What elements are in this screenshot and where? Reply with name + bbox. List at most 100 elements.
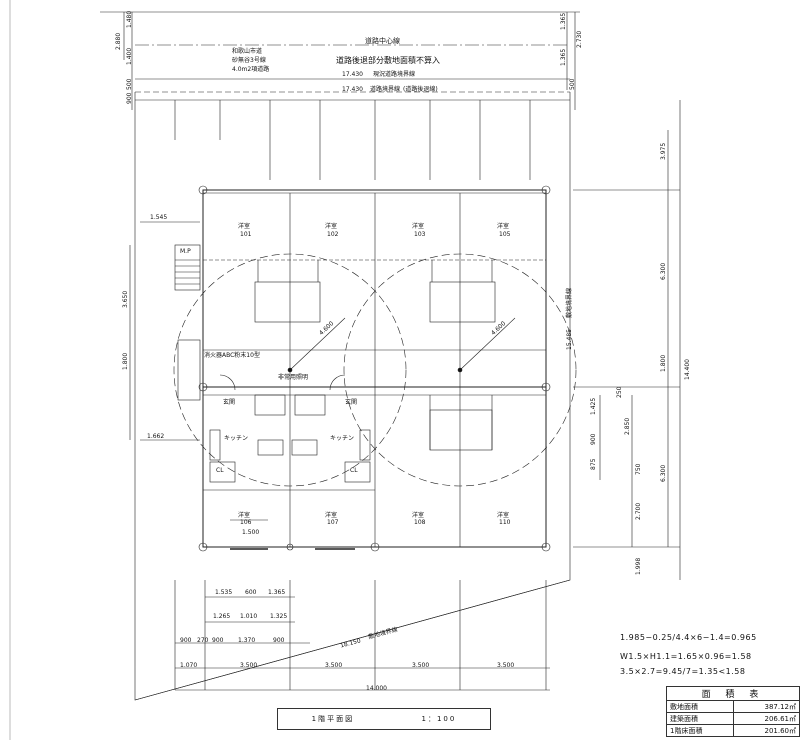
mp-label: M.P xyxy=(180,248,191,255)
dim-b-3500d: 3.500 xyxy=(497,662,515,669)
calc-line-3: 3.5×2.7=9.45/7=1.35<1.58 xyxy=(620,667,746,676)
dim-top-1365b: 1.365 xyxy=(560,48,567,66)
road-centerline-label: 道路中心線 xyxy=(365,37,400,45)
dim-left-1800: 1.800 xyxy=(122,352,129,370)
dim-b-1325: 1.325 xyxy=(270,613,288,620)
radius-line-left xyxy=(289,317,346,371)
kitchen-left-label: キッチン xyxy=(224,435,249,442)
dim-b-900b: 900 xyxy=(212,637,224,644)
room-108-num: 108 xyxy=(414,519,426,526)
dim-b-3500b: 3.500 xyxy=(325,662,343,669)
equipment-box xyxy=(177,339,201,401)
extinguisher-note: 消火器ABC粉末10型 xyxy=(204,352,260,359)
dim-top-500: 500 xyxy=(126,78,133,90)
radius-line-right xyxy=(459,317,516,371)
dim-b-900c: 900 xyxy=(273,637,285,644)
room-105-name: 洋室 xyxy=(497,223,510,230)
dim-right-14400: 14.400 xyxy=(684,359,691,380)
dim-left-3650: 3.650 xyxy=(122,290,129,308)
dim-top-2880: 2.880 xyxy=(115,32,122,50)
stair-block xyxy=(174,244,201,291)
drawing-title: 1階平面図 xyxy=(311,715,355,723)
room-110-num: 110 xyxy=(499,519,511,526)
room-102-name: 洋室 xyxy=(325,223,338,230)
calc-line-1: 1.985−0.25/4.4×6−1.4=0.965 xyxy=(620,633,757,642)
dim-17430-b: 17.430 xyxy=(342,86,363,93)
entrance-right-label: 玄関 xyxy=(345,399,358,406)
area-row-value: 201.60㎡ xyxy=(733,724,800,737)
closet-left-label: CL xyxy=(216,467,224,474)
road-boundary-note: (道路後退線) xyxy=(403,86,438,93)
room-101-num: 101 xyxy=(240,231,252,238)
area-row-value: 387.12㎡ xyxy=(733,700,800,713)
dim-b-1365: 1.365 xyxy=(268,589,286,596)
dim-top-500r: 500 xyxy=(569,78,576,90)
dim-17430-a: 17.430 xyxy=(342,71,363,78)
dim-left-1662: 1.662 xyxy=(147,433,165,440)
left-dimension-lines xyxy=(129,221,200,441)
building-outline xyxy=(202,189,547,548)
room-101-name: 洋室 xyxy=(238,223,251,230)
room-107-num: 107 xyxy=(327,519,339,526)
room-103-num: 103 xyxy=(414,231,426,238)
parking-lines-top xyxy=(174,100,531,180)
dim-top-1480: 1.480 xyxy=(126,10,133,28)
room-102-num: 102 xyxy=(327,231,339,238)
room-107-name: 洋室 xyxy=(325,512,338,519)
drawing-title-box: 1階平面図 1：100 xyxy=(277,708,491,730)
dim-left-1545: 1.545 xyxy=(150,214,168,221)
area-row-label: 建築面積 xyxy=(665,712,735,725)
dim-right-1800: 1.800 xyxy=(660,354,667,372)
stair-treads xyxy=(175,259,200,285)
dim-right-6300a: 6.300 xyxy=(660,262,667,280)
site-boundary-right-label: 敷地境界線 xyxy=(566,287,573,318)
dim-right-2700: 2.700 xyxy=(635,502,642,520)
area-table-row: 1階床面積 201.60㎡ xyxy=(665,724,800,737)
door-swing-right xyxy=(329,374,346,391)
dim-b-1535: 1.535 xyxy=(215,589,233,596)
drawing-scale: 1：100 xyxy=(421,715,457,723)
area-table: 面 積 表 敷地面積 387.12㎡ 建築面積 206.61㎡ 1階床面積 20… xyxy=(665,686,800,737)
right-dimension-lines xyxy=(573,100,681,580)
entrance-left-label: 玄関 xyxy=(223,399,236,406)
dim-right-1425: 1.425 xyxy=(590,397,597,415)
room-110-name: 洋室 xyxy=(497,512,510,519)
area-row-label: 敷地面積 xyxy=(665,700,735,713)
road-name-line3: 4.0m2項道路 xyxy=(232,66,270,73)
dim-b-1500: 1.500 xyxy=(242,529,260,536)
room-108-name: 洋室 xyxy=(412,512,425,519)
road-name-line1: 和歌山市道 xyxy=(232,48,263,55)
current-boundary-label: 現況道路境界線 xyxy=(373,71,416,78)
dim-b-1010: 1.010 xyxy=(240,613,258,620)
dim-top-1400: 1.400 xyxy=(126,47,133,65)
dim-b-270: 270 xyxy=(197,637,209,644)
kitchen-right-label: キッチン xyxy=(330,435,355,442)
dim-b-1370: 1.370 xyxy=(238,637,256,644)
column-markers xyxy=(198,185,551,552)
light-point-left xyxy=(287,367,293,373)
area-table-row: 敷地面積 387.12㎡ xyxy=(665,700,800,713)
dim-right-3975: 3.975 xyxy=(660,142,667,160)
room-106-num: 106 xyxy=(240,519,252,526)
dim-right-1998: 1.998 xyxy=(635,557,642,575)
dim-right-750: 750 xyxy=(635,463,642,475)
closet-right-label: CL xyxy=(350,467,358,474)
area-table-row: 建築面積 206.61㎡ xyxy=(665,712,800,725)
site-boundary-right-length: 15.485 xyxy=(566,329,573,350)
dim-right-6300b: 6.300 xyxy=(660,464,667,482)
light-point-right xyxy=(457,367,463,373)
bottom-dimension-lines xyxy=(174,519,550,691)
dim-right-250: 250 xyxy=(616,386,623,398)
room-103-name: 洋室 xyxy=(412,223,425,230)
dim-top-2730: 2.730 xyxy=(576,30,583,48)
dim-b-1265: 1.265 xyxy=(213,613,231,620)
dim-b-1070: 1.070 xyxy=(180,662,198,669)
area-row-value: 206.61㎡ xyxy=(733,712,800,725)
dim-right-875: 875 xyxy=(590,458,597,470)
room-106-name: 洋室 xyxy=(238,512,251,519)
calc-line-2: W1.5×H1.1=1.65×0.96=1.58 xyxy=(620,652,752,661)
emergency-light-note: 非常用照明 xyxy=(278,374,309,381)
unit-walls-top xyxy=(203,193,546,387)
road-boundary-label: 道路境界線 xyxy=(370,86,401,93)
dim-b-900a: 900 xyxy=(180,637,192,644)
